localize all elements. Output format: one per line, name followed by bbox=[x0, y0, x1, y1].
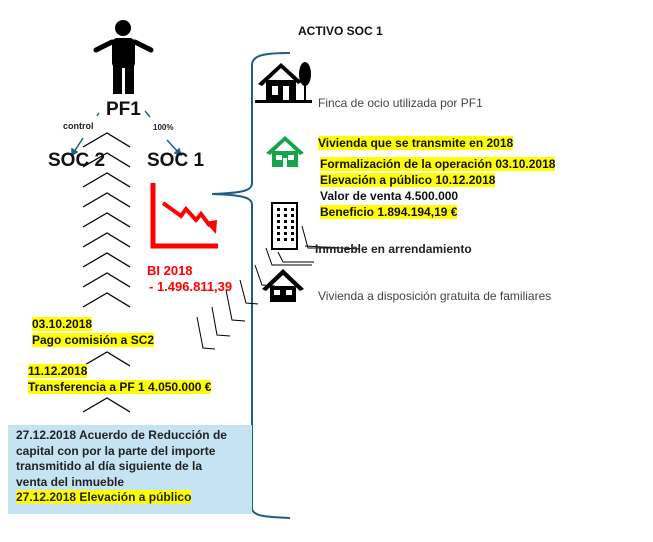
box-line: transmitido al día siguiente de la bbox=[16, 459, 203, 473]
control-label: control bbox=[63, 121, 94, 131]
window bbox=[291, 232, 294, 235]
window bbox=[284, 226, 287, 229]
asset-vivienda-title: Vivienda que se transmite en 2018 bbox=[318, 136, 514, 150]
chevron bbox=[82, 232, 131, 248]
window bbox=[284, 208, 287, 211]
asset-finca: Finca de ocio utilizada por PF1 bbox=[318, 96, 483, 110]
asset-arrendamiento: Inmueble en arrendamiento bbox=[315, 242, 472, 256]
beneficio: Beneficio 1.894.194,19 € bbox=[320, 205, 458, 219]
chevron bbox=[82, 397, 131, 413]
valor-venta: Valor de venta 4.500.000 bbox=[320, 189, 459, 203]
box-highlight: 27.12.2018 Elevación a público bbox=[16, 490, 192, 504]
window bbox=[291, 238, 294, 241]
box-line: capital con por la parte del importe bbox=[16, 443, 216, 458]
window bbox=[291, 226, 294, 229]
window bbox=[284, 232, 287, 235]
window bbox=[284, 220, 287, 223]
box-line: 27.12.2018 Acuerdo de Reducción de bbox=[16, 428, 227, 442]
chevron bbox=[82, 152, 131, 168]
asset-vivienda-familiares: Vivienda a disposición gratuita de famil… bbox=[318, 289, 552, 303]
window bbox=[277, 208, 280, 211]
chevron bbox=[82, 351, 131, 367]
chevron-stack bbox=[82, 132, 131, 413]
chevron bbox=[82, 252, 131, 268]
event1-text: Pago comisión a SC2 bbox=[32, 333, 155, 347]
assets-title: ACTIVO SOC 1 bbox=[298, 24, 383, 38]
elevacion: Elevación a público 10.12.2018 bbox=[320, 173, 496, 187]
chevron bbox=[82, 192, 131, 208]
capital-reduction-box: 27.12.2018 Acuerdo de Reducción de capit… bbox=[8, 425, 252, 514]
window bbox=[277, 220, 280, 223]
bi-value: - 1.496.811,39 bbox=[149, 279, 233, 294]
chevron bbox=[82, 172, 131, 188]
window bbox=[277, 214, 280, 217]
building-icon bbox=[271, 202, 298, 250]
country-house-icon bbox=[255, 62, 312, 103]
declining-chart-icon bbox=[150, 183, 218, 249]
event2-text: Transferencia a PF 1 4.050.000 € bbox=[28, 380, 212, 394]
chevron bbox=[82, 292, 131, 308]
soc2-label: SOC 2 bbox=[48, 150, 106, 171]
chevron bbox=[82, 272, 131, 288]
house-icon bbox=[262, 269, 304, 302]
event2-date: 11.12.2018 bbox=[28, 364, 88, 378]
person-label: PF1 bbox=[106, 99, 141, 120]
person-icon bbox=[93, 20, 154, 94]
brace bbox=[211, 52, 291, 519]
window bbox=[277, 238, 280, 241]
ownership-percent-label: 100% bbox=[153, 123, 174, 132]
window bbox=[277, 232, 280, 235]
event2: 11.12.2018 Transferencia a PF 1 4.050.00… bbox=[28, 363, 212, 395]
bi-title: BI 2018 bbox=[147, 263, 193, 278]
window bbox=[277, 226, 280, 229]
green-house-icon bbox=[266, 136, 304, 167]
window bbox=[284, 214, 287, 217]
ownership-arrows bbox=[71, 110, 183, 157]
chevron bbox=[82, 132, 131, 148]
event1: 03.10.2018 Pago comisión a SC2 bbox=[32, 316, 155, 348]
asset-vivienda-details: Formalización de la operación 03.10.2018… bbox=[320, 156, 556, 220]
window bbox=[291, 220, 294, 223]
chevron bbox=[82, 212, 131, 228]
window bbox=[291, 208, 294, 211]
formalizacion: Formalización de la operación 03.10.2018 bbox=[320, 157, 556, 171]
window bbox=[291, 214, 294, 217]
event1-date: 03.10.2018 bbox=[32, 317, 93, 331]
box-line: venta del inmueble bbox=[16, 474, 125, 489]
window bbox=[284, 238, 287, 241]
connector-lines bbox=[196, 225, 361, 350]
soc1-label: SOC 1 bbox=[147, 150, 205, 171]
